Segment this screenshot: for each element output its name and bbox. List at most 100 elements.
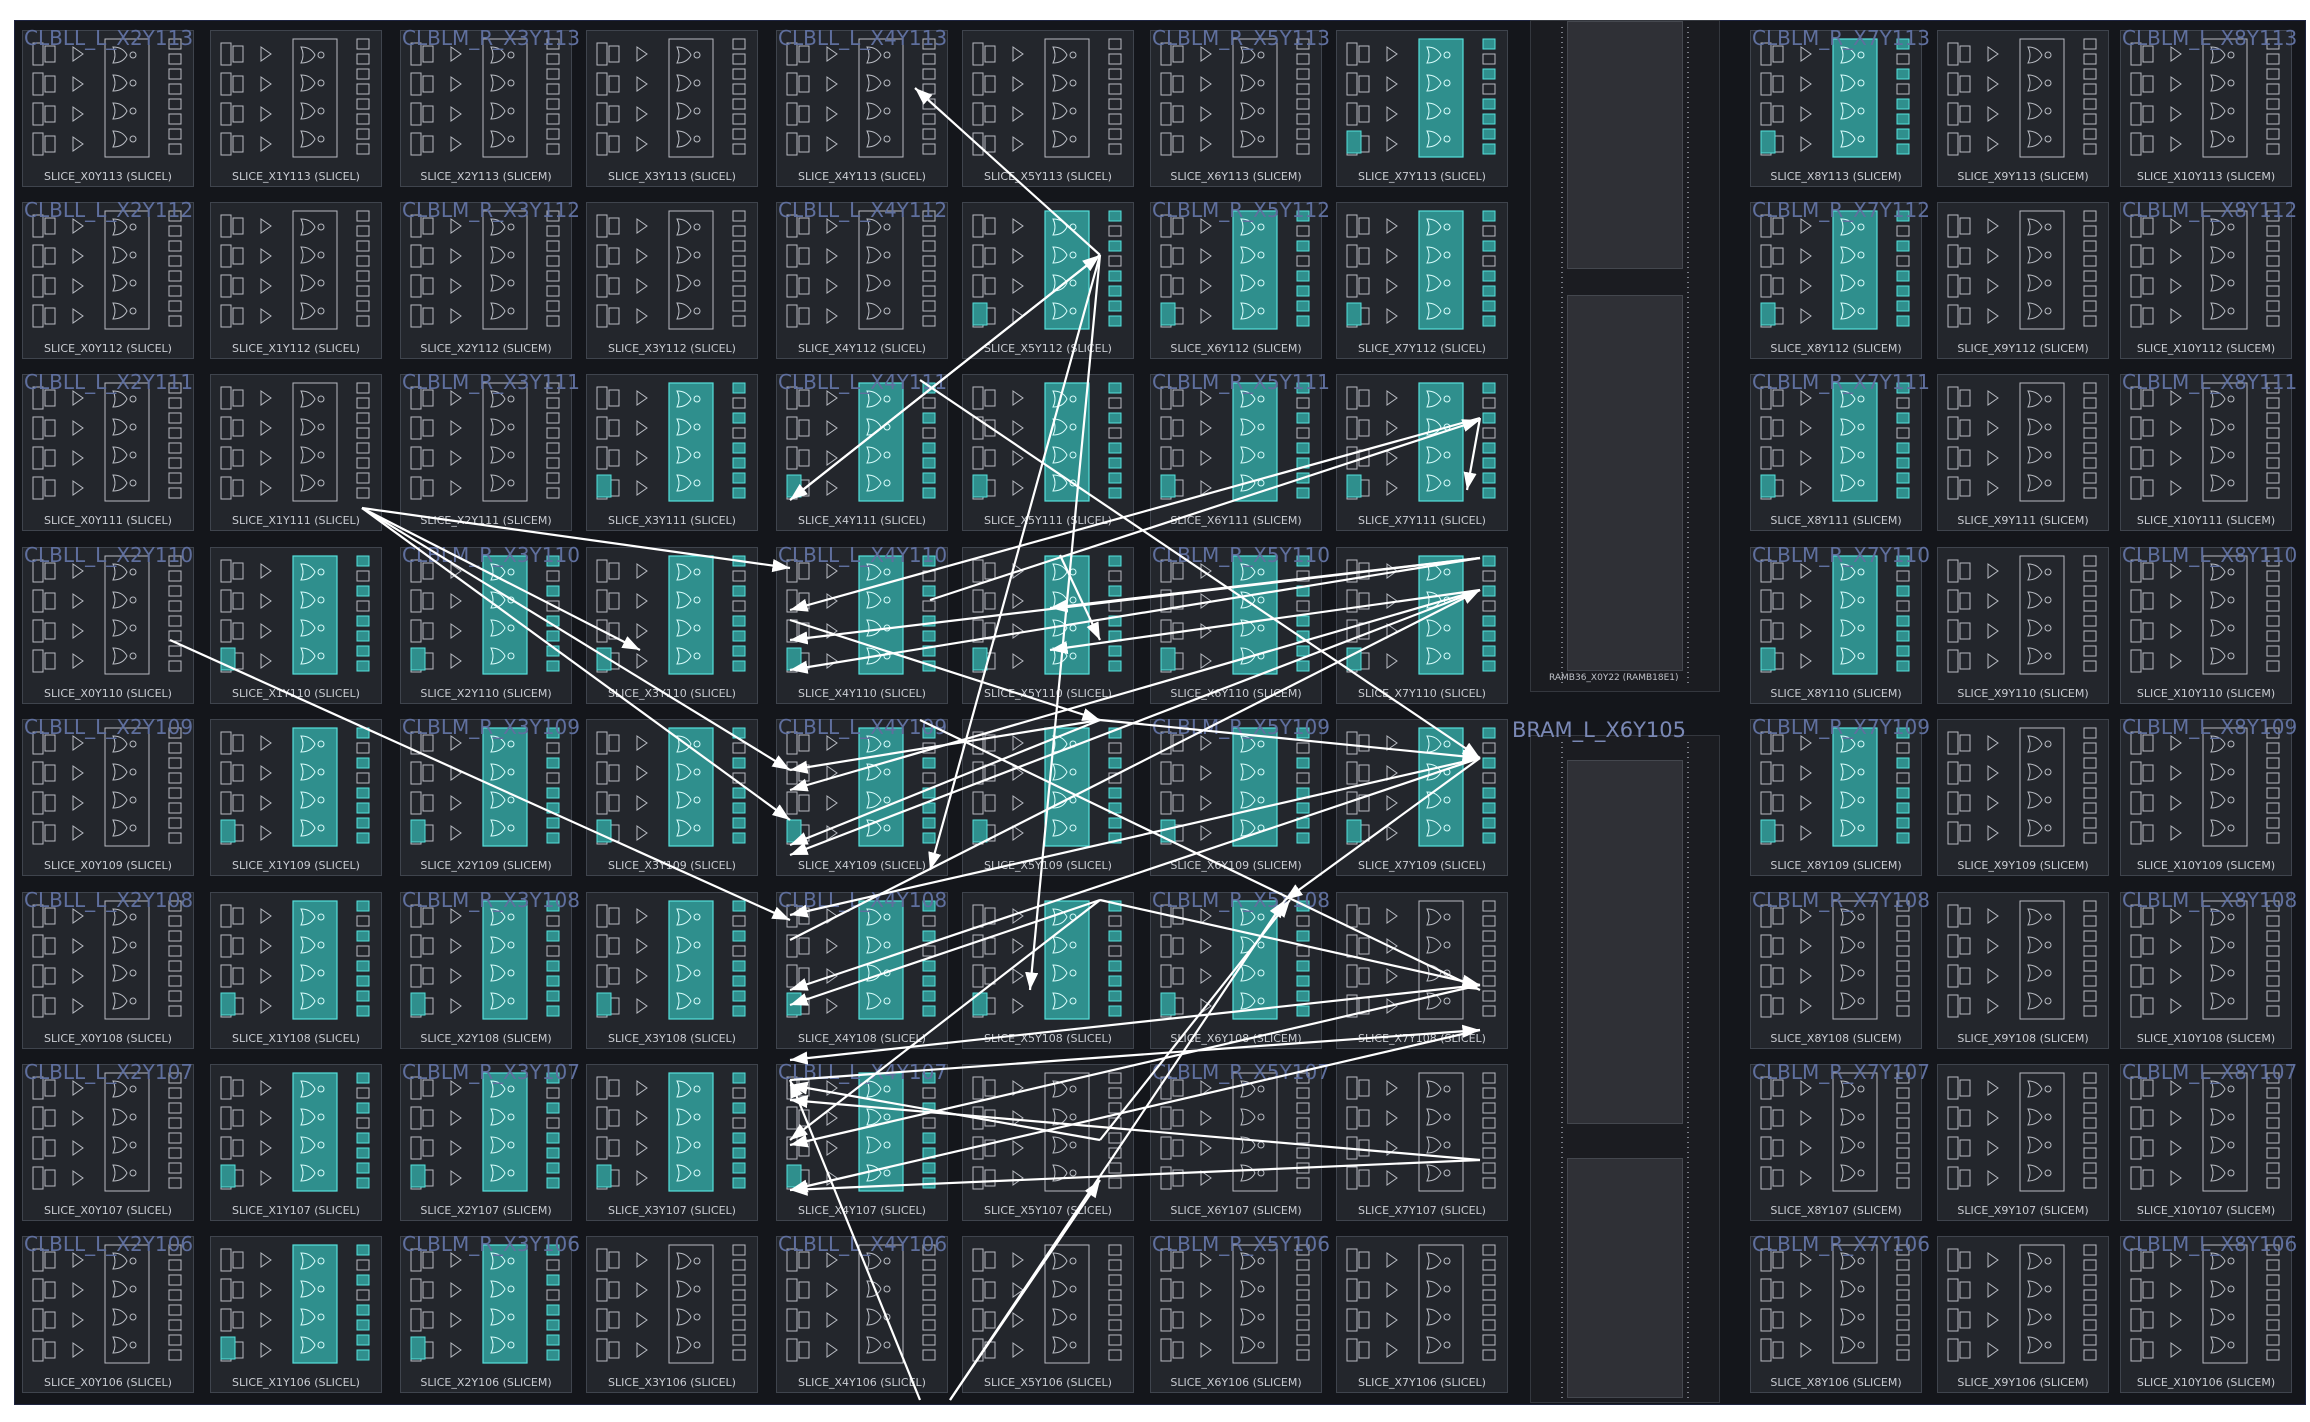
net-arrow-icon[interactable] <box>919 379 1481 759</box>
bram-tile[interactable] <box>1530 735 1720 1403</box>
net-arrow-icon[interactable] <box>789 1081 1101 1142</box>
slice-site[interactable]: SLICE_X3Y113 (SLICEL) <box>586 30 758 187</box>
slice-site[interactable]: SLICE_X2Y109 (SLICEM) <box>400 719 572 876</box>
slice-site[interactable]: SLICE_X3Y112 (SLICEL) <box>586 202 758 359</box>
slice-site[interactable]: SLICE_X10Y107 (SLICEM) <box>2120 1064 2292 1221</box>
slice-site[interactable]: SLICE_X4Y113 (SLICEL) <box>776 30 948 187</box>
slice-site[interactable]: SLICE_X1Y110 (SLICEL) <box>210 547 382 704</box>
slice-site[interactable]: SLICE_X7Y111 (SLICEL) <box>1336 374 1508 531</box>
slice-site[interactable]: SLICE_X0Y111 (SLICEL) <box>22 374 194 531</box>
slice-site[interactable]: SLICE_X1Y111 (SLICEL) <box>210 374 382 531</box>
slice-site[interactable]: SLICE_X4Y112 (SLICEL) <box>776 202 948 359</box>
slice-site[interactable]: SLICE_X7Y108 (SLICEL) <box>1336 892 1508 1049</box>
ramb18-site[interactable] <box>1567 295 1683 671</box>
slice-site[interactable]: SLICE_X3Y109 (SLICEL) <box>586 719 758 876</box>
slice-site[interactable]: SLICE_X10Y108 (SLICEM) <box>2120 892 2292 1049</box>
net-arrow-icon[interactable] <box>928 254 1102 871</box>
slice-site[interactable]: SLICE_X10Y106 (SLICEM) <box>2120 1236 2292 1393</box>
net-arrow-icon[interactable] <box>789 589 1481 941</box>
slice-site[interactable]: SLICE_X8Y108 (SLICEM) <box>1750 892 1922 1049</box>
slice-site[interactable]: SLICE_X10Y109 (SLICEM) <box>2120 719 2292 876</box>
slice-site[interactable]: SLICE_X2Y110 (SLICEM) <box>400 547 572 704</box>
ramb18-site[interactable] <box>1567 21 1683 269</box>
slice-site[interactable]: SLICE_X2Y112 (SLICEM) <box>400 202 572 359</box>
net-arrow-icon[interactable] <box>789 416 1481 612</box>
net-arrow-icon[interactable] <box>789 898 1101 1007</box>
slice-site[interactable]: SLICE_X1Y112 (SLICEL) <box>210 202 382 359</box>
slice-site[interactable]: SLICE_X2Y113 (SLICEM) <box>400 30 572 187</box>
slice-site[interactable]: SLICE_X0Y110 (SLICEL) <box>22 547 194 704</box>
net-arrow-icon[interactable] <box>919 719 1481 991</box>
slice-site[interactable]: SLICE_X4Y108 (SLICEL) <box>776 892 948 1049</box>
slice-site[interactable]: SLICE_X9Y107 (SLICEM) <box>1937 1064 2109 1221</box>
slice-site[interactable]: SLICE_X5Y112 (SLICEL) <box>962 202 1134 359</box>
slice-site[interactable]: SLICE_X5Y108 (SLICEL) <box>962 892 1134 1049</box>
slice-site[interactable]: SLICE_X8Y112 (SLICEM) <box>1750 202 1922 359</box>
slice-site[interactable]: SLICE_X3Y107 (SLICEL) <box>586 1064 758 1221</box>
slice-site[interactable]: SLICE_X3Y106 (SLICEL) <box>586 1236 758 1393</box>
slice-site[interactable]: SLICE_X9Y113 (SLICEM) <box>1937 30 2109 187</box>
slice-site[interactable]: SLICE_X9Y108 (SLICEM) <box>1937 892 2109 1049</box>
net-arrow-icon[interactable] <box>789 1028 1481 1193</box>
net-arrow-icon[interactable] <box>169 638 791 922</box>
net-arrow-icon[interactable] <box>789 588 1481 792</box>
slice-site[interactable]: SLICE_X6Y112 (SLICEM) <box>1150 202 1322 359</box>
slice-site[interactable]: SLICE_X2Y106 (SLICEM) <box>400 1236 572 1393</box>
net-arrow-icon[interactable] <box>1049 588 1481 655</box>
slice-site[interactable]: SLICE_X8Y113 (SLICEM) <box>1750 30 1922 187</box>
net-arrow-icon[interactable] <box>949 1179 1101 1401</box>
net-arrow-icon[interactable] <box>789 254 1101 501</box>
slice-site[interactable]: SLICE_X10Y110 (SLICEM) <box>2120 547 2292 704</box>
slice-site[interactable]: SLICE_X7Y113 (SLICEL) <box>1336 30 1508 187</box>
net-arrow-icon[interactable] <box>1099 718 1481 763</box>
net-arrow-icon[interactable] <box>789 718 1101 847</box>
slice-site[interactable]: SLICE_X4Y106 (SLICEL) <box>776 1236 948 1393</box>
net-arrow-icon[interactable] <box>1463 417 1482 491</box>
net-arrow-icon[interactable] <box>1284 757 1481 901</box>
slice-site[interactable]: SLICE_X0Y107 (SLICEL) <box>22 1064 194 1221</box>
net-arrow-icon[interactable] <box>789 1094 1481 1162</box>
net-arrow-icon[interactable] <box>914 87 1101 256</box>
net-arrow-icon[interactable] <box>929 418 1481 602</box>
net-arrow-icon[interactable] <box>789 983 1481 1148</box>
net-arrow-icon[interactable] <box>1025 254 1102 991</box>
net-arrow-icon[interactable] <box>361 507 791 821</box>
slice-site[interactable]: SLICE_X8Y106 (SLICEM) <box>1750 1236 1922 1393</box>
net-arrow-icon[interactable] <box>789 556 1481 674</box>
net-arrow-icon[interactable] <box>789 756 1481 918</box>
net-arrow-icon[interactable] <box>789 983 1481 1065</box>
ramb18-site[interactable] <box>1567 760 1683 1124</box>
slice-site[interactable]: SLICE_X6Y106 (SLICEM) <box>1150 1236 1322 1393</box>
slice-site[interactable]: SLICE_X9Y112 (SLICEM) <box>1937 202 2109 359</box>
slice-site[interactable]: SLICE_X1Y109 (SLICEL) <box>210 719 382 876</box>
slice-site[interactable]: SLICE_X5Y110 (SLICEL) <box>962 547 1134 704</box>
slice-site[interactable]: SLICE_X1Y113 (SLICEL) <box>210 30 382 187</box>
net-arrow-icon[interactable] <box>789 899 1101 1141</box>
slice-site[interactable]: SLICE_X6Y113 (SLICEM) <box>1150 30 1322 187</box>
slice-site[interactable]: SLICE_X0Y113 (SLICEL) <box>22 30 194 187</box>
slice-site[interactable]: SLICE_X10Y113 (SLICEM) <box>2120 30 2292 187</box>
slice-site[interactable]: SLICE_X1Y108 (SLICEL) <box>210 892 382 1049</box>
slice-site[interactable]: SLICE_X7Y112 (SLICEL) <box>1336 202 1508 359</box>
slice-site[interactable]: SLICE_X3Y111 (SLICEL) <box>586 374 758 531</box>
net-arrow-icon[interactable] <box>789 1158 1481 1196</box>
slice-site[interactable]: SLICE_X8Y109 (SLICEM) <box>1750 719 1922 876</box>
slice-site[interactable]: SLICE_X8Y111 (SLICEM) <box>1750 374 1922 531</box>
net-arrow-icon[interactable] <box>1049 556 1481 613</box>
slice-site[interactable]: SLICE_X8Y107 (SLICEM) <box>1750 1064 1922 1221</box>
slice-site[interactable]: SLICE_X6Y107 (SLICEM) <box>1150 1064 1322 1221</box>
slice-site[interactable]: SLICE_X7Y107 (SLICEL) <box>1336 1064 1508 1221</box>
slice-site[interactable]: SLICE_X6Y109 (SLICEM) <box>1150 719 1322 876</box>
net-arrow-icon[interactable] <box>361 507 641 651</box>
slice-site[interactable]: SLICE_X4Y111 (SLICEL) <box>776 374 948 531</box>
bram-tile[interactable]: RAMB36_X0Y22 (RAMB18E1) <box>1530 20 1720 692</box>
slice-site[interactable]: SLICE_X3Y110 (SLICEL) <box>586 547 758 704</box>
slice-site[interactable]: SLICE_X10Y111 (SLICEM) <box>2120 374 2292 531</box>
net-arrow-icon[interactable] <box>789 718 1101 774</box>
net-arrow-icon[interactable] <box>361 506 791 573</box>
slice-site[interactable]: SLICE_X5Y113 (SLICEL) <box>962 30 1134 187</box>
slice-site[interactable]: SLICE_X7Y106 (SLICEL) <box>1336 1236 1508 1393</box>
net-arrow-icon[interactable] <box>788 1079 922 1401</box>
slice-site[interactable]: SLICE_X9Y111 (SLICEM) <box>1937 374 2109 531</box>
